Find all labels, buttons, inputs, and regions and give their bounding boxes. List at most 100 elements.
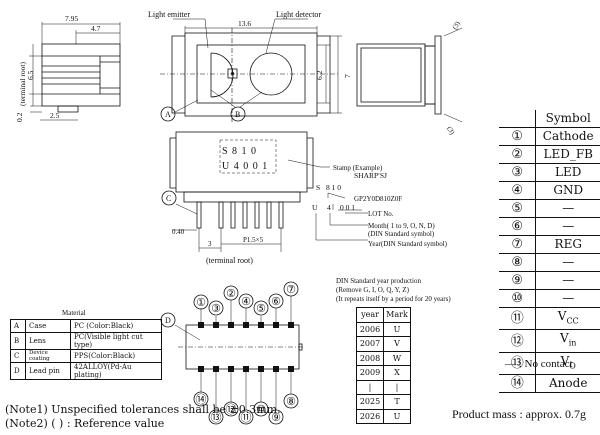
symbol-value: REG: [554, 237, 582, 251]
material-value: PC(Visible light cut type): [70, 332, 162, 350]
dim-13-6: 13.6: [238, 19, 251, 28]
symbol-value: GND: [553, 183, 584, 197]
marking-line-2-prefix: S: [316, 183, 320, 192]
material-key: D: [10, 362, 26, 380]
symbol-number: ⑩: [499, 289, 537, 308]
din-year: 2007: [356, 336, 384, 352]
note-1: (Note1) Unspecified tolerances shall be …: [5, 403, 281, 416]
symbol-number: ⑭: [499, 374, 537, 393]
pin-bottom-9: ⑨: [271, 412, 281, 424]
pin-top-3: ②: [226, 288, 236, 300]
marking-year: Year(DIN Standard symbol): [368, 240, 448, 248]
symbol-value: LED: [555, 165, 582, 179]
din-mark: V: [383, 336, 411, 352]
callout-a-circle: [160, 106, 176, 122]
symbol-header: Symbol: [535, 110, 600, 128]
din-year: 2025: [356, 394, 384, 410]
din-mark: U: [383, 321, 411, 337]
dim-2-5: 2.5: [50, 111, 60, 120]
symbol-value: —: [562, 219, 575, 233]
material-key: A: [10, 319, 26, 333]
symbol-value: LED_FB: [543, 147, 593, 161]
dim-3: 3: [208, 240, 212, 248]
marking-line-1: SHARPʹSJ: [354, 171, 387, 180]
bottom-view: [160, 296, 304, 410]
pin-bottom-13: ⑬: [211, 411, 222, 424]
pin-bottom-8: ⑧: [286, 396, 296, 408]
dim-0-40: 0.40: [172, 228, 185, 236]
symbol-number: ⑨: [499, 271, 537, 290]
symbol-value: —: [562, 291, 575, 305]
pin-top-5: ⑤: [256, 303, 266, 315]
din-year: 2009: [356, 365, 384, 381]
marking-line-3-prefix: U: [312, 203, 318, 212]
symbol-number: ②: [499, 145, 537, 164]
note-2: (Note2) ( ) : Reference value: [5, 417, 165, 430]
din-header-mark: Mark: [383, 307, 411, 323]
stamp-line-2: U 4 0 0 1: [222, 161, 268, 172]
marking-lot: LOT No.: [368, 210, 394, 218]
din-mark: T: [383, 394, 411, 410]
symbol-number: ①: [499, 127, 537, 146]
light-emitter-label: Light emitter: [148, 10, 190, 19]
din-mark: W: [383, 350, 411, 366]
material-value: 42ALLOY(Pd-Au plating): [70, 362, 162, 380]
pin-top-2: ③: [211, 303, 221, 315]
symbol-value: —: [562, 255, 575, 269]
callout-b: B: [235, 110, 240, 119]
dim-3-top: (3): [451, 19, 462, 31]
symbol-number: ⑫: [499, 329, 537, 353]
din-mark: U: [383, 408, 411, 424]
symbol-number: ③: [499, 163, 537, 182]
pin-top-4: ④: [241, 296, 251, 308]
pin-bottom-11: ⑪: [241, 411, 252, 424]
symbol-number: ⑪: [499, 307, 537, 330]
pin-circles-top: [193, 281, 299, 316]
dim-6-2: 6.2: [315, 70, 324, 80]
symbol-subscript: CC: [566, 316, 579, 326]
marking-line-2-digits: 8 1 0: [326, 183, 341, 192]
terminal-root-bottom-label: (terminal root): [206, 256, 253, 265]
material-key: C: [10, 349, 26, 363]
dim-0-2: 0.2: [15, 112, 24, 122]
marking-line-3-b: 0 0 1: [340, 203, 355, 212]
symbol-value: V: [557, 309, 567, 323]
top-view: [160, 18, 342, 122]
pin-bottom-14: ⑭: [196, 393, 207, 406]
dim-7-95: 7.95: [65, 14, 78, 23]
pin-circles-bottom: [193, 391, 299, 425]
symbol-number: ⑦: [499, 235, 537, 254]
symbol-value: Anode: [549, 376, 588, 391]
dim-6-5: 6.5: [26, 70, 35, 80]
pin-bottom-12: ⑫: [226, 403, 237, 416]
callout-d: D: [165, 316, 171, 325]
din-year: 2008: [356, 350, 384, 366]
rear-view: [356, 27, 463, 123]
symbol-value: —: [562, 201, 575, 215]
material-value: PC (Color:Black): [70, 319, 162, 333]
symbol-number: ④: [499, 181, 537, 200]
marking-line-3-a: 4: [327, 203, 331, 212]
product-mass: Product mass : approx. 0.7g: [452, 407, 586, 421]
din-year: 2006: [356, 321, 384, 337]
symbol-subscript: O: [569, 361, 576, 371]
callout-b-circle: [230, 106, 246, 122]
din-title: DIN Standard year production: [336, 277, 421, 285]
pin-top-1: ①: [196, 297, 206, 309]
material-part: Lead pin: [25, 362, 71, 380]
material-part: Case: [25, 319, 71, 333]
din-header-year: year: [356, 307, 384, 323]
material-part: Lens: [25, 332, 71, 350]
dim-4-7: 4.7: [91, 24, 101, 33]
din-mark: |: [383, 379, 411, 395]
symbol-number: ⑬: [499, 352, 537, 375]
symbol-value: V: [560, 331, 569, 346]
terminal-root-side-label: (terminal root): [18, 62, 27, 106]
material-title: Material: [62, 309, 86, 317]
din-mark: X: [383, 365, 411, 381]
symbol-number: ⑧: [499, 253, 537, 272]
